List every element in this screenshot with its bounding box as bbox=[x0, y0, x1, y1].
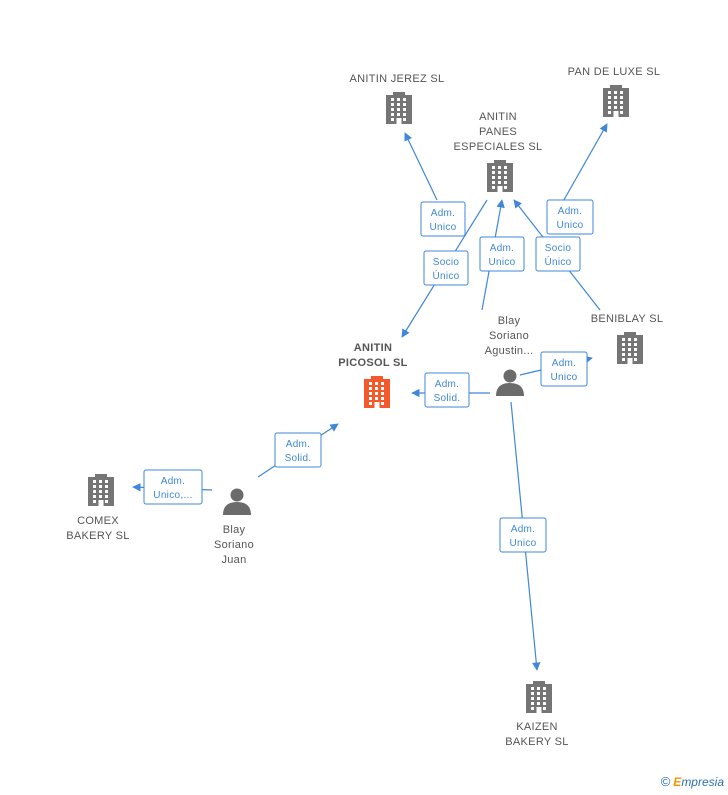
node-kaizen-bakery[interactable]: KAIZEN BAKERY SL bbox=[505, 681, 568, 748]
node-anitin-jerez[interactable]: ANITIN JEREZ SL bbox=[350, 73, 445, 124]
node-label-line: PANES bbox=[479, 126, 517, 138]
person-icon bbox=[496, 369, 524, 396]
edge-label-box bbox=[423, 250, 469, 286]
edge-label-text: Solid. bbox=[285, 453, 312, 464]
node-label-line: BAKERY SL bbox=[66, 530, 129, 542]
node-label-line: ANITIN bbox=[479, 111, 517, 123]
node-anitin-panes[interactable]: ANITIN PANES ESPECIALES SL bbox=[454, 111, 543, 192]
edge-label-box bbox=[479, 236, 525, 272]
edge-label-text: Adm. bbox=[431, 208, 456, 219]
edge-label-blay-agustin-to-beniblay[interactable]: Adm. Unico bbox=[540, 351, 588, 387]
person-icon bbox=[223, 488, 251, 515]
node-label-line: Juan bbox=[221, 554, 246, 566]
edge-label-box bbox=[424, 372, 470, 408]
node-label-line: BAKERY SL bbox=[505, 736, 568, 748]
node-beniblay[interactable]: BENIBLAY SL bbox=[591, 313, 664, 364]
edge-label-text: Solid. bbox=[434, 393, 461, 404]
node-label-line: PICOSOL SL bbox=[338, 357, 407, 369]
edge-label-text: Adm. bbox=[435, 379, 460, 390]
edge-label-text: Unico bbox=[550, 372, 577, 383]
edge-label-box bbox=[143, 469, 203, 505]
node-label-line: BENIBLAY SL bbox=[591, 313, 664, 325]
node-label-line: Blay bbox=[498, 315, 521, 327]
copyright-icon: © bbox=[660, 774, 671, 789]
edge-label-text: Adm. bbox=[558, 206, 583, 217]
building-icon bbox=[617, 332, 643, 364]
edge-label-text: Unico,... bbox=[153, 490, 192, 501]
node-pan-de-luxe[interactable]: PAN DE LUXE SL bbox=[568, 66, 661, 117]
building-icon bbox=[603, 85, 629, 117]
node-label-line: COMEX bbox=[77, 515, 119, 527]
edge-label-text: Adm. bbox=[511, 524, 536, 535]
edge-label-text: Unico bbox=[429, 222, 456, 233]
node-comex-bakery[interactable]: COMEX BAKERY SL bbox=[66, 474, 129, 542]
edge-label-text: Unico bbox=[509, 538, 536, 549]
node-label-line: KAIZEN bbox=[516, 721, 558, 733]
building-icon bbox=[386, 92, 412, 124]
edge-label-blay-agustin-to-kaizen-bakery[interactable]: Adm. Unico bbox=[499, 517, 547, 553]
brand-footer: ©Empresia bbox=[661, 774, 724, 789]
edge-label-text: Socio bbox=[545, 243, 572, 254]
edge-label-box bbox=[535, 236, 581, 272]
edge-label-text: Unico bbox=[556, 220, 583, 231]
edge-label-text: Único bbox=[544, 255, 571, 268]
node-label-line: ANITIN JEREZ SL bbox=[350, 73, 445, 85]
edge-label-text: Adm. bbox=[490, 243, 515, 254]
building-icon bbox=[88, 474, 114, 506]
edge-label-box bbox=[420, 201, 466, 237]
node-label-line: Blay bbox=[223, 524, 246, 536]
node-anitin-picosol[interactable]: ANITIN PICOSOL SL bbox=[338, 342, 407, 408]
edge-label-text: Adm. bbox=[161, 476, 186, 487]
edge-label-blay-agustin-to-pan-de-luxe[interactable]: Adm. Unico bbox=[546, 199, 594, 235]
node-label-line: ESPECIALES SL bbox=[454, 141, 543, 153]
node-label-line: PAN DE LUXE SL bbox=[568, 66, 661, 78]
node-label-line: Soriano bbox=[489, 330, 529, 342]
edge-label-text: Único bbox=[432, 269, 459, 282]
edge-label-text: Adm. bbox=[286, 439, 311, 450]
building-icon bbox=[364, 376, 390, 408]
edge-label-box bbox=[540, 351, 588, 387]
edge-label-blay-agustin-to-anitin-panes[interactable]: Adm. Unico bbox=[479, 236, 525, 272]
edge-label-blay-juan-to-comex-bakery[interactable]: Adm. Unico,... bbox=[143, 469, 203, 505]
building-icon bbox=[526, 681, 552, 713]
edge-label-blay-juan-to-anitin-picosol[interactable]: Adm. Solid. bbox=[274, 432, 322, 468]
node-label-line: ANITIN bbox=[354, 342, 392, 354]
edge-label-box bbox=[274, 432, 322, 468]
edge-labels-layer: Adm.UnicoAdm.UnicoAdm.UnicoSocioÚnicoSoc… bbox=[143, 199, 594, 553]
brand-logo-initial: E bbox=[673, 775, 682, 789]
edge-label-box bbox=[499, 517, 547, 553]
edge-label-box bbox=[546, 199, 594, 235]
edge-label-blay-agustin-to-anitin-picosol[interactable]: Adm. Solid. bbox=[424, 372, 470, 408]
node-label-line: Soriano bbox=[214, 539, 254, 551]
edge-label-text: Adm. bbox=[552, 358, 577, 369]
edge-label-text: Socio bbox=[433, 257, 460, 268]
nodes-layer: ANITIN JEREZ SL PAN DE LUXE SL ANITIN PANES… bbox=[66, 66, 663, 748]
node-blay-agustin[interactable]: BlaySorianoAgustin... bbox=[485, 315, 534, 396]
brand-logo-text: mpresia bbox=[681, 775, 724, 789]
node-label-line: Agustin... bbox=[485, 345, 534, 357]
building-icon bbox=[487, 160, 513, 192]
edge-arrow bbox=[404, 132, 438, 201]
edge-label-text: Unico bbox=[488, 257, 515, 268]
edge-label-blay-agustin-to-anitin-jerez[interactable]: Adm. Unico bbox=[420, 201, 466, 237]
